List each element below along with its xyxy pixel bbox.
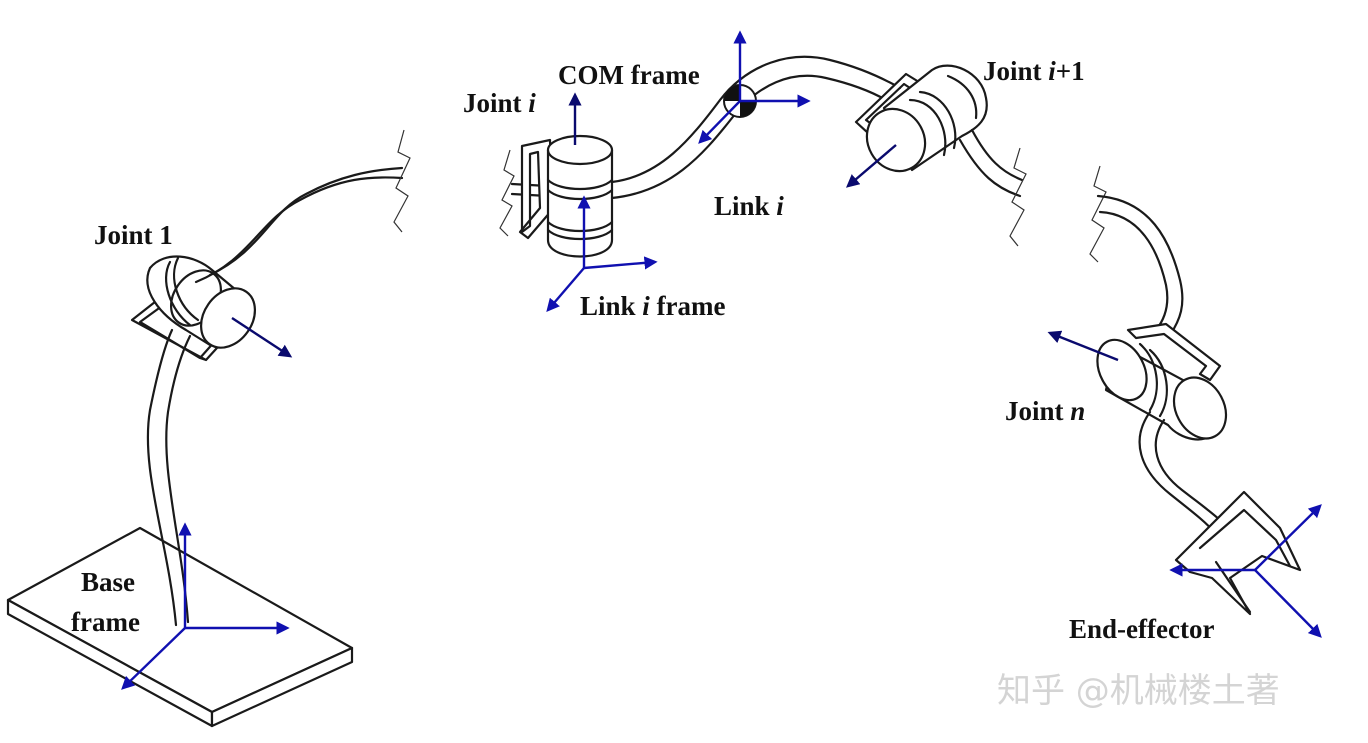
base-frame-label-line-1: Base (81, 567, 135, 597)
joint-i-label: Joint i (463, 88, 536, 118)
base-plate (6, 526, 354, 728)
joint-i-actuator (499, 134, 614, 258)
end-effector-label: End-effector (1069, 614, 1214, 644)
base-y-axis (121, 627, 186, 690)
link-i-body (610, 55, 902, 200)
watermark: 知乎 @机械楼土著 (997, 671, 1280, 711)
link-joint-n-to-end-effector (1138, 410, 1224, 534)
link-i-frame-axes (546, 195, 658, 313)
joint-i-plus-1-axis-arrow (845, 144, 897, 188)
com-frame-axes (698, 30, 811, 144)
joint-i-plus-1-axis (845, 144, 897, 188)
link-joint-1-outgoing (194, 129, 411, 284)
joint-1-axis (231, 316, 293, 358)
base-frame-label-line-2: frame (71, 607, 140, 637)
link-base-to-joint-1 (146, 328, 192, 627)
link-i-frame-label: Link i frame (580, 291, 726, 321)
link-joint-i-plus-1-outgoing (958, 128, 1107, 263)
joint-1-label: Joint 1 (94, 220, 173, 250)
joint-i-plus-1-label: Joint i+1 (983, 56, 1085, 86)
joint-n-axis-arrow (1047, 330, 1119, 362)
joint-i-plus-1-actuator (854, 64, 988, 173)
com-y-axis (698, 100, 741, 144)
com-frame-label: COM frame (558, 60, 700, 90)
end-effector-z-axis (1254, 504, 1322, 571)
link-i-y-axis (546, 267, 585, 313)
link-i-x-axis (583, 256, 658, 270)
joint-1-axis-arrow (231, 316, 293, 358)
base-frame-axes (121, 522, 290, 690)
joint-n-axis (1047, 330, 1119, 362)
link-i-label: Link i (714, 191, 784, 221)
joint-1-actuator (130, 255, 256, 362)
end-effector-frame-axes (1169, 504, 1322, 638)
joint-n-actuator (1096, 322, 1228, 441)
joint-n-label: Joint n (1005, 396, 1085, 426)
link-to-joint-n (1096, 194, 1184, 337)
end-effector-y-axis (1254, 569, 1322, 638)
